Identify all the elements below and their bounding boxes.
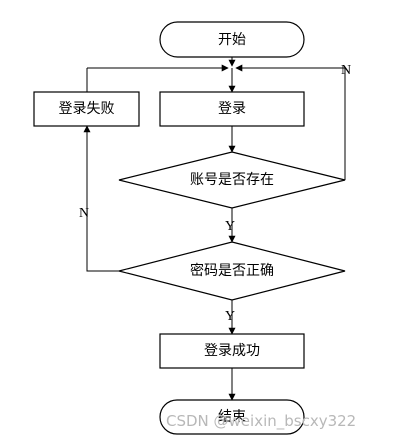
password-no-label: N (79, 206, 89, 221)
password-yes-label: Y (225, 309, 235, 324)
end-label: 结束 (218, 409, 246, 425)
account-check-node: 账号是否存在 (118, 151, 346, 209)
line-password-no (83, 125, 119, 272)
login-failed-node: 登录失败 (33, 91, 140, 127)
watermark: CSDN @weixin_bscxy322 (166, 412, 356, 431)
account-check-label: 账号是否存在 (190, 172, 274, 188)
login-failed-label: 登录失败 (59, 101, 115, 117)
start-label: 开始 (218, 32, 246, 48)
login-node: 登录 (159, 91, 305, 127)
end-node: 结束 (159, 399, 305, 435)
account-yes-label: Y (225, 219, 235, 234)
start-node: 开始 (159, 21, 305, 58)
login-success-label: 登录成功 (204, 343, 260, 359)
password-check-label: 密码是否正确 (190, 262, 274, 279)
password-check-node: 密码是否正确 (118, 241, 346, 301)
login-label: 登录 (218, 101, 246, 117)
account-no-label: N (341, 63, 351, 78)
login-success-node: 登录成功 (159, 333, 305, 369)
